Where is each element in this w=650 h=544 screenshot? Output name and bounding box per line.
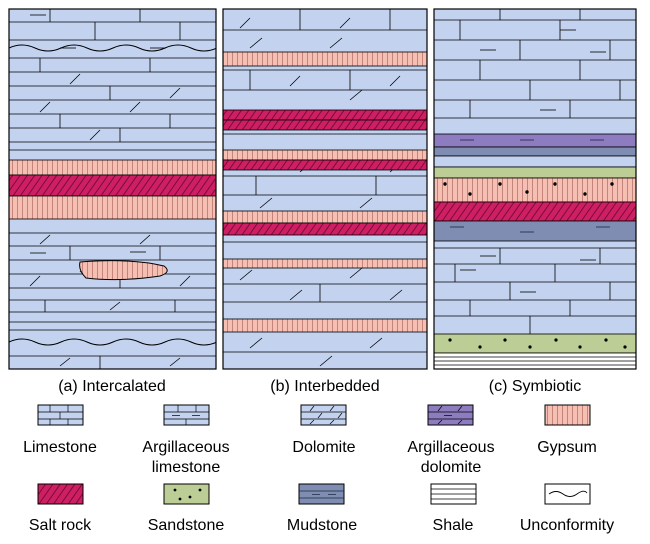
column-b-salt-bed <box>223 109 427 121</box>
column-c-sandstone-bed <box>434 166 636 179</box>
legend-argillaceous-dolomite: Argillaceous dolomite <box>407 404 495 476</box>
legend-limestone: Limestone <box>23 404 97 456</box>
legend: Limestone Argillaceous limestone Dolom <box>23 404 614 534</box>
column-b-caption: (b) Interbedded <box>270 378 379 395</box>
legend-unconformity-label: Unconformity <box>520 517 614 534</box>
column-c-caption: (c) Symbiotic <box>489 378 581 395</box>
legend-limestone-label: Limestone <box>23 439 97 456</box>
column-b-gypsum-bed <box>223 258 427 269</box>
column-a-bed-lines <box>9 9 216 369</box>
legend-sandstone-label: Sandstone <box>148 517 225 534</box>
legend-sandstone: Sandstone <box>148 483 225 534</box>
legend-dolomite-label: Dolomite <box>292 439 355 456</box>
legend-shale: Shale <box>430 483 477 534</box>
column-c-sandstone-bed <box>434 333 636 354</box>
column-c-salt-bed <box>434 201 636 222</box>
column-a-gypsum-bed <box>9 195 216 220</box>
column-b-gypsum-bed <box>223 210 427 224</box>
column-c-strata <box>434 9 636 369</box>
legend-shale-label: Shale <box>433 517 474 534</box>
legend-mudstone-label: Mudstone <box>287 517 357 534</box>
column-b-salt-bed <box>223 159 427 171</box>
legend-gypsum-label: Gypsum <box>537 439 597 456</box>
legend-argillaceous-dolomite-label-line1: Argillaceous <box>407 439 494 456</box>
column-b-gypsum-bed <box>223 51 427 67</box>
legend-argillaceous-limestone-label-line1: Argillaceous <box>142 439 229 456</box>
legend-salt-rock: Salt rock <box>29 483 92 534</box>
legend-argillaceous-dolomite-label-line2: dolomite <box>421 459 482 476</box>
legend-gypsum: Gypsum <box>537 404 597 456</box>
column-a-gypsum-bed <box>9 159 216 176</box>
legend-dolomite: Dolomite <box>292 404 356 456</box>
legend-unconformity: Unconformity <box>520 483 614 534</box>
column-b-gypsum-bed <box>223 149 427 161</box>
column-intercalated: (a) Intercalated <box>8 8 217 395</box>
legend-mudstone: Mudstone <box>287 483 357 534</box>
column-interbedded: (b) Interbedded <box>222 8 428 395</box>
legend-salt-rock-label: Salt rock <box>29 517 92 534</box>
column-a-gypsum-lens <box>79 260 168 281</box>
legend-argillaceous-limestone: Argillaceous limestone <box>142 404 230 476</box>
column-a-unconformity-lower <box>9 338 216 346</box>
column-a-caption: (a) Intercalated <box>58 378 166 395</box>
legend-argillaceous-limestone-label-line2: limestone <box>152 459 221 476</box>
column-a-strata <box>9 9 216 369</box>
column-c-mudstone-bed <box>434 220 636 242</box>
column-b-gypsum-bed <box>223 318 427 333</box>
column-a-unconformity-upper <box>9 44 216 52</box>
column-c-mudstone-bed <box>434 146 636 157</box>
column-c-argillaceous-dolomite-bed <box>434 133 636 148</box>
column-symbiotic: (c) Symbiotic <box>433 8 637 395</box>
column-a-salt-bed <box>9 174 216 197</box>
column-b-strata <box>223 9 427 369</box>
column-b-salt-bed <box>223 119 427 131</box>
column-b-salt-bed <box>223 222 427 236</box>
column-c-gypsum-bed <box>434 177 636 203</box>
